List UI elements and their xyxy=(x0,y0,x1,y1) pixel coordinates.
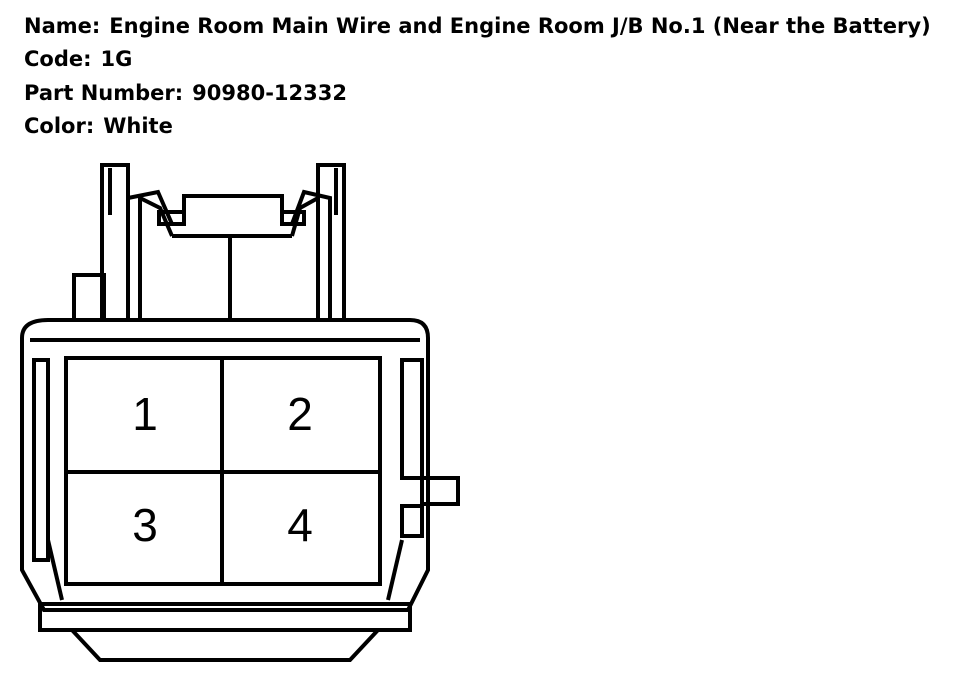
latch-slot-left xyxy=(157,210,186,226)
code-row: Code: 1G xyxy=(24,43,954,76)
name-value: Engine Room Main Wire and Engine Room J/… xyxy=(109,14,931,38)
connector-info: Name: Engine Room Main Wire and Engine Ro… xyxy=(24,10,954,143)
pin-grid xyxy=(64,356,382,586)
name-row: Name: Engine Room Main Wire and Engine Ro… xyxy=(24,10,954,43)
right-chamfer xyxy=(386,539,404,601)
pin-cavity-4 xyxy=(220,470,382,586)
right-rail xyxy=(400,358,424,480)
pin-number-4: 4 xyxy=(287,499,313,551)
connector-latch xyxy=(126,189,332,320)
part-number-row: Part Number: 90980-12332 xyxy=(24,77,954,110)
right-rail-lower xyxy=(400,504,424,538)
base-foot xyxy=(70,628,380,662)
right-lock-tab xyxy=(420,476,460,506)
left-rail xyxy=(32,358,50,562)
connector-housing xyxy=(20,318,430,612)
latch-slot-right xyxy=(280,210,306,226)
color-label: Color: xyxy=(24,113,95,138)
part-number-label: Part Number: xyxy=(24,80,184,105)
left-tab xyxy=(72,273,106,322)
base-flange xyxy=(38,602,412,632)
pin-number-1: 1 xyxy=(132,388,158,440)
pin-number-2: 2 xyxy=(287,388,313,440)
pin-number-3: 3 xyxy=(132,499,158,551)
latch-outline xyxy=(126,189,332,320)
color-value: White xyxy=(103,113,173,138)
code-label: Code: xyxy=(24,47,92,72)
part-number-value: 90980-12332 xyxy=(192,80,347,105)
color-row: Color: White xyxy=(24,110,954,143)
name-label: Name: xyxy=(24,14,101,38)
code-value: 1G xyxy=(100,47,133,72)
left-chamfer xyxy=(46,539,64,601)
